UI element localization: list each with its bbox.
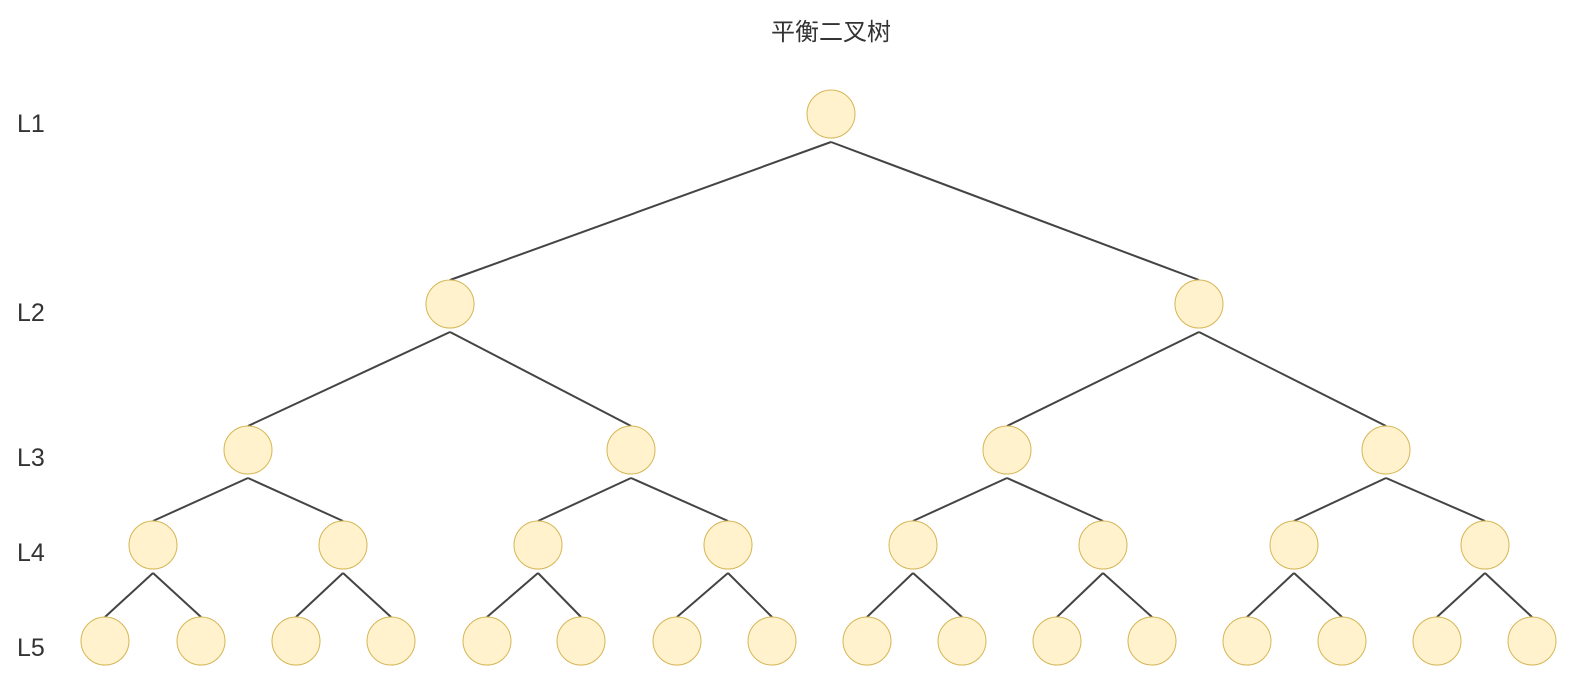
tree-edge xyxy=(727,572,773,618)
tree-edge xyxy=(342,572,392,618)
tree-edge xyxy=(866,572,914,618)
tree-edge xyxy=(537,477,632,522)
tree-edge xyxy=(1006,477,1104,522)
tree-edge xyxy=(676,572,729,618)
tree-edge xyxy=(630,477,729,522)
tree-edge xyxy=(1246,572,1295,618)
tree-edge xyxy=(104,572,154,618)
tree-edge xyxy=(1385,477,1486,522)
tree-node-l5 xyxy=(271,616,321,666)
tree-node-l4 xyxy=(703,520,753,570)
tree-node-l3 xyxy=(223,425,273,475)
tree-node-l5 xyxy=(1507,616,1557,666)
tree-node-l1 xyxy=(806,89,856,139)
level-label-l2: L2 xyxy=(17,299,45,327)
tree-edge xyxy=(1006,331,1200,427)
tree-node-l4 xyxy=(318,520,368,570)
diagram-title: 平衡二叉树 xyxy=(771,18,891,46)
level-label-l4: L4 xyxy=(17,539,45,567)
tree-node-l4 xyxy=(128,520,178,570)
tree-node-l4 xyxy=(1460,520,1510,570)
tree-node-l4 xyxy=(1078,520,1128,570)
tree-node-l3 xyxy=(606,425,656,475)
tree-edge xyxy=(449,141,832,281)
tree-node-l5 xyxy=(1412,616,1462,666)
tree-edge xyxy=(830,141,1200,281)
tree-edge xyxy=(537,572,582,618)
tree-node-l5 xyxy=(462,616,512,666)
level-label-l3: L3 xyxy=(17,444,45,472)
tree-edge xyxy=(1484,572,1533,618)
tree-edge xyxy=(1293,477,1387,522)
tree-node-l5 xyxy=(937,616,987,666)
level-label-l5: L5 xyxy=(17,634,45,662)
tree-edge xyxy=(1436,572,1486,618)
tree-edge xyxy=(247,477,344,522)
tree-node-l2 xyxy=(1174,279,1224,329)
tree-node-l4 xyxy=(888,520,938,570)
tree-edge xyxy=(912,572,963,618)
tree-node-l5 xyxy=(176,616,226,666)
tree-edge xyxy=(1293,572,1343,618)
tree-edge xyxy=(295,572,344,618)
tree-edge xyxy=(152,477,249,522)
tree-node-l5 xyxy=(747,616,797,666)
tree-edge xyxy=(449,331,632,427)
tree-node-l5 xyxy=(1222,616,1272,666)
tree-node-l3 xyxy=(982,425,1032,475)
tree-node-l2 xyxy=(425,279,475,329)
tree-node-l4 xyxy=(1269,520,1319,570)
tree-node-l3 xyxy=(1361,425,1411,475)
tree-edge xyxy=(1056,572,1104,618)
level-label-l1: L1 xyxy=(17,110,45,138)
tree-node-l5 xyxy=(366,616,416,666)
tree-edge xyxy=(247,331,451,427)
tree-edge xyxy=(912,477,1008,522)
tree-edge xyxy=(1198,331,1387,427)
tree-node-l5 xyxy=(652,616,702,666)
tree-node-l5 xyxy=(556,616,606,666)
tree-edge xyxy=(486,572,539,618)
tree-edge xyxy=(152,572,202,618)
tree-node-l5 xyxy=(842,616,892,666)
tree-node-l5 xyxy=(80,616,130,666)
tree-node-l5 xyxy=(1317,616,1367,666)
tree-edge xyxy=(1102,572,1153,618)
tree-node-l5 xyxy=(1032,616,1082,666)
tree-node-l4 xyxy=(513,520,563,570)
tree-node-l5 xyxy=(1127,616,1177,666)
